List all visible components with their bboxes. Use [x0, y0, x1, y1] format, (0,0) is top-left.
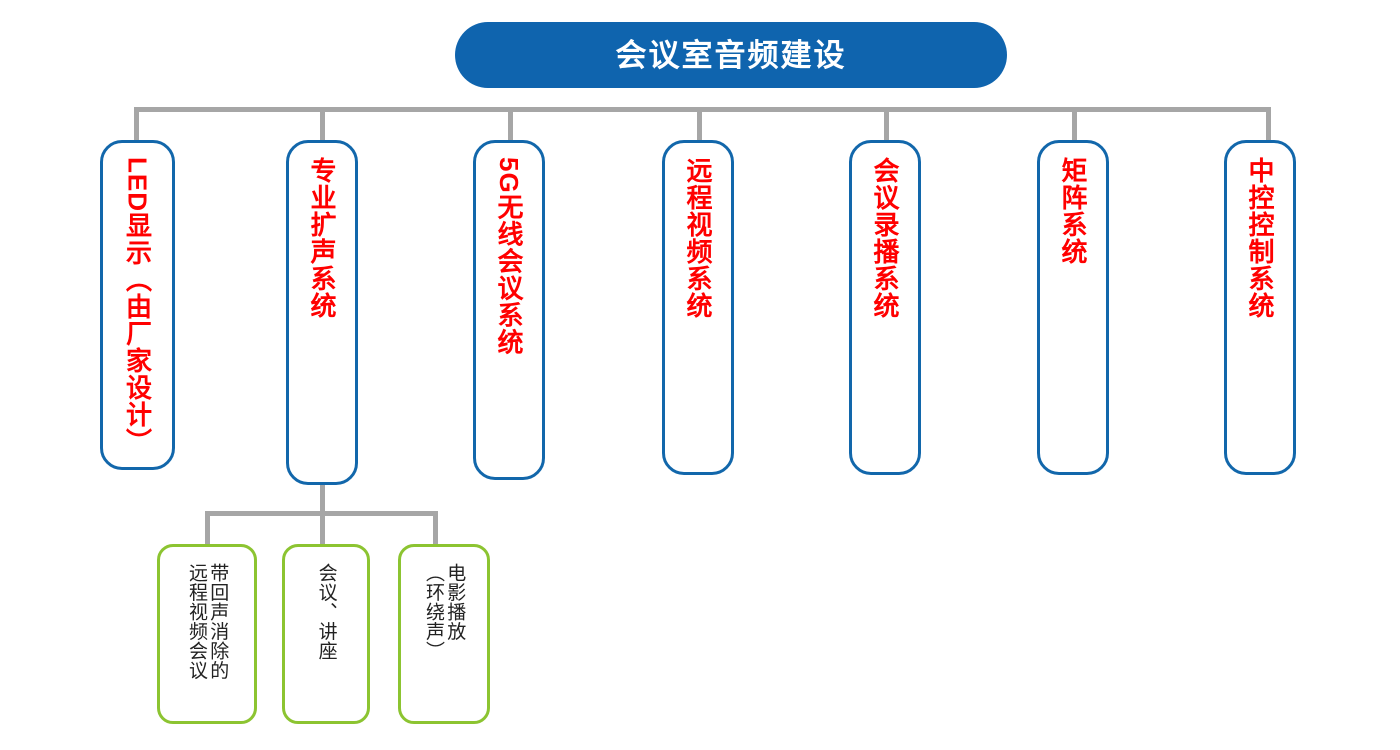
node-5g-wireless-conference[interactable]: 5G无线会议系统: [473, 140, 545, 480]
node-matrix-system-label: 矩阵系统: [1058, 157, 1089, 265]
connector-sub-parent-stem: [320, 485, 325, 555]
node-movie-playback-surround[interactable]: 电影播放 （环绕声）: [398, 544, 490, 724]
node-movie-playback-column-2: （环绕声）: [423, 563, 444, 661]
connector-level2-horizontal-bus: [207, 511, 438, 516]
connector-drop-1: [134, 107, 139, 142]
node-led-display[interactable]: LED显示（由厂家设计）: [100, 140, 175, 470]
root-node-conference-audio[interactable]: 会议室音频建设: [455, 22, 1007, 88]
node-conference-recording-system-label: 会议录播系统: [870, 157, 901, 319]
node-5g-wireless-conference-label: 5G无线会议系统: [494, 157, 525, 356]
node-professional-sound-reinforcement-label: 专业扩声系统: [307, 157, 338, 319]
node-echo-cancel-column-1: 带回声消除的: [207, 563, 229, 680]
node-matrix-system[interactable]: 矩阵系统: [1037, 140, 1109, 475]
node-remote-video-system-label: 远程视频系统: [683, 157, 714, 319]
node-echo-cancel-remote-video-conference[interactable]: 带回声消除的 远程视频会议: [157, 544, 257, 724]
connector-drop-7: [1266, 107, 1271, 142]
node-led-display-label: LED显示（由厂家设计）: [122, 157, 153, 455]
connector-sub-drop-1: [205, 511, 210, 546]
connector-level1-horizontal-bus: [136, 107, 1271, 112]
node-meeting-lecture-label: 会议、讲座: [315, 563, 337, 661]
root-node-title: 会议室音频建设: [615, 37, 847, 73]
connector-drop-2: [320, 107, 325, 142]
node-echo-cancel-column-2: 远程视频会议: [186, 563, 207, 680]
connector-drop-4: [697, 107, 702, 142]
node-central-control-system[interactable]: 中控控制系统: [1224, 140, 1296, 475]
node-central-control-system-label: 中控控制系统: [1245, 157, 1276, 319]
connector-drop-5: [884, 107, 889, 142]
node-professional-sound-reinforcement[interactable]: 专业扩声系统: [286, 140, 358, 485]
node-conference-recording-system[interactable]: 会议录播系统: [849, 140, 921, 475]
connector-drop-6: [1072, 107, 1077, 142]
connector-sub-drop-3: [433, 511, 438, 546]
connector-drop-3: [508, 107, 513, 142]
node-meeting-lecture[interactable]: 会议、讲座: [282, 544, 370, 724]
node-movie-playback-column-1: 电影播放: [444, 563, 466, 641]
node-remote-video-system[interactable]: 远程视频系统: [662, 140, 734, 475]
